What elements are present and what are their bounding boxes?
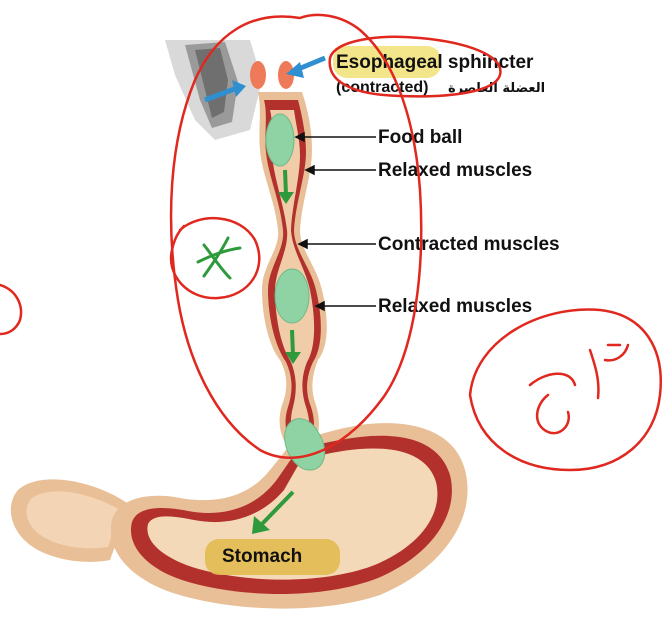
label-relaxed-bottom: Relaxed muscles [378, 296, 532, 317]
red-right-loop [470, 310, 661, 470]
label-contracted: Contracted muscles [378, 234, 560, 255]
green-star-mark [198, 238, 240, 278]
handwritten-annotations [0, 15, 661, 470]
food-ball-middle [275, 269, 309, 323]
red-left-mark [0, 285, 21, 334]
food-ball-top [266, 114, 294, 166]
label-food-ball: Food ball [378, 127, 462, 148]
label-relaxed-top: Relaxed muscles [378, 160, 532, 181]
red-handwritten-glyph [530, 345, 628, 433]
label-sphincter: Esophageal sphincter [336, 52, 534, 73]
sphincter [250, 61, 294, 89]
label-stomach: Stomach [222, 546, 302, 567]
stomach-organ [11, 423, 468, 608]
